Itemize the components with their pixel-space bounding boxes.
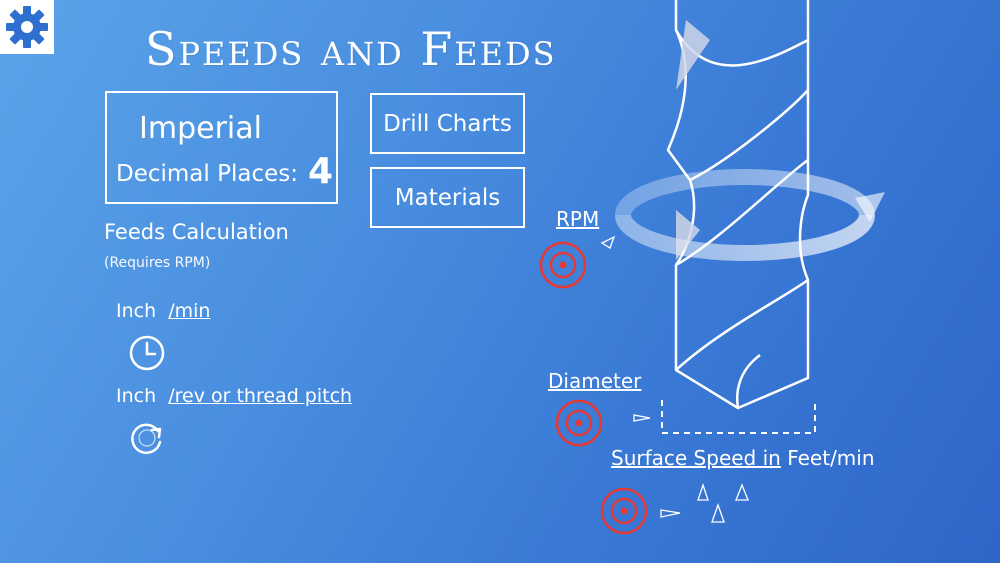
feed-per-rev-row: Inch /rev or thread pitch <box>116 385 352 407</box>
target-icon <box>539 241 587 289</box>
feed-per-rev-button[interactable] <box>127 418 167 458</box>
surface-speed-target-button[interactable] <box>599 486 649 536</box>
feed-per-min-button[interactable] <box>127 333 167 373</box>
feed-per-min-unit: Inch <box>116 300 157 322</box>
feed-per-rev-unit: Inch <box>116 385 157 407</box>
diameter-label[interactable]: Diameter <box>548 369 642 393</box>
decimal-places-value: 4 <box>308 151 334 192</box>
rpm-target-button[interactable] <box>538 240 588 290</box>
feeds-calculation-heading: Feeds Calculation <box>104 220 289 244</box>
surface-speed-unit[interactable]: Feet/min <box>787 446 875 470</box>
settings-button[interactable] <box>0 0 54 54</box>
feeds-calculation-note: (Requires RPM) <box>104 255 211 271</box>
diameter-target-button[interactable] <box>554 398 604 448</box>
drill-charts-button[interactable]: Drill Charts <box>370 93 525 154</box>
feed-per-rev-toggle[interactable]: /rev or thread pitch <box>168 385 353 407</box>
surface-speed-label[interactable]: Surface Speed in <box>611 446 781 470</box>
feed-per-min-row: Inch /min <box>116 300 210 322</box>
surface-speed-row: Surface Speed in Feet/min <box>611 446 875 470</box>
rpm-label[interactable]: RPM <box>556 207 600 231</box>
drill-bit-illustration <box>600 0 885 523</box>
units-settings-panel[interactable]: Imperial Decimal Places: 4 <box>105 91 338 204</box>
feed-per-min-toggle[interactable]: /min <box>168 300 211 322</box>
page-title: Speeds and Feeds <box>145 22 557 76</box>
rotate-icon <box>131 423 162 455</box>
clock-icon <box>129 335 165 371</box>
unit-system-label: Imperial <box>139 111 262 146</box>
decimal-places-label: Decimal Places: <box>116 161 298 187</box>
materials-button[interactable]: Materials <box>370 167 525 228</box>
target-icon <box>600 487 648 535</box>
target-icon <box>555 399 603 447</box>
gear-icon <box>6 6 48 48</box>
